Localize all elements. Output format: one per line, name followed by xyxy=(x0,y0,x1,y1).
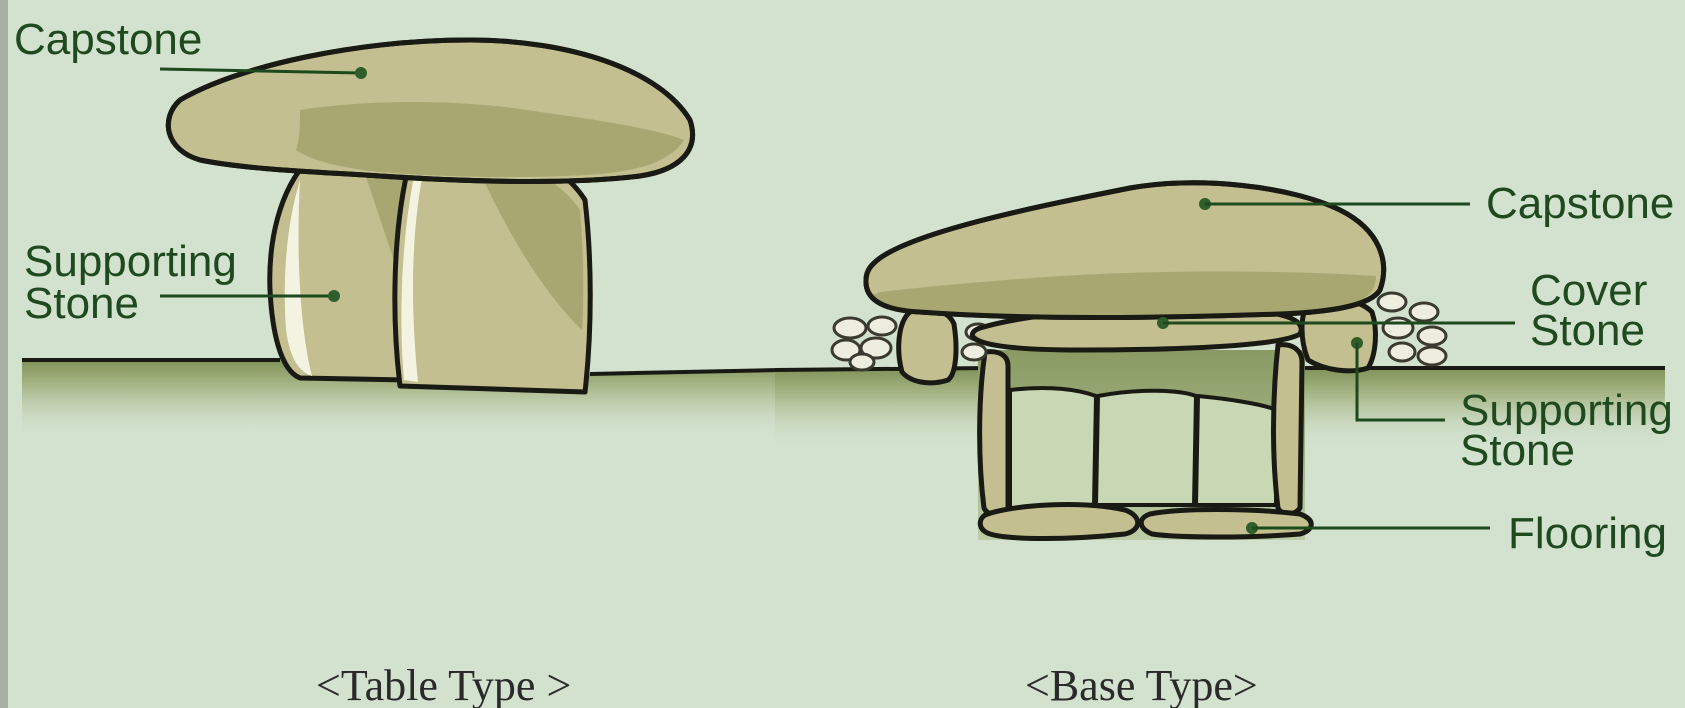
base-label-cover-line2: Stone xyxy=(1530,306,1645,355)
table-supporting-marker xyxy=(328,290,340,302)
flooring-slab-right xyxy=(1141,510,1311,538)
base-label-capstone: Capstone xyxy=(1486,179,1674,228)
chamber-side-slab-right xyxy=(1274,345,1303,514)
base-type-dolmen xyxy=(775,183,1665,540)
base-type-caption: <Base Type> xyxy=(1025,661,1258,708)
table-capstone-marker xyxy=(355,67,367,79)
table-type-caption: <Table Type > xyxy=(316,661,571,708)
flooring-slab-left xyxy=(980,505,1137,539)
chamber-wall-middle xyxy=(1096,391,1196,505)
base-supporting-stone-left xyxy=(899,309,956,383)
base-label-flooring: Flooring xyxy=(1508,509,1667,558)
chamber-wall-left xyxy=(1010,388,1096,510)
table-label-supporting-line2: Stone xyxy=(24,279,139,328)
chamber-side-slab-left xyxy=(980,352,1008,516)
base-label-supporting-line2: Stone xyxy=(1460,426,1575,475)
pebble-packing-right xyxy=(1378,293,1446,365)
chamber-wall-right xyxy=(1196,396,1276,505)
table-label-capstone: Capstone xyxy=(14,15,202,64)
